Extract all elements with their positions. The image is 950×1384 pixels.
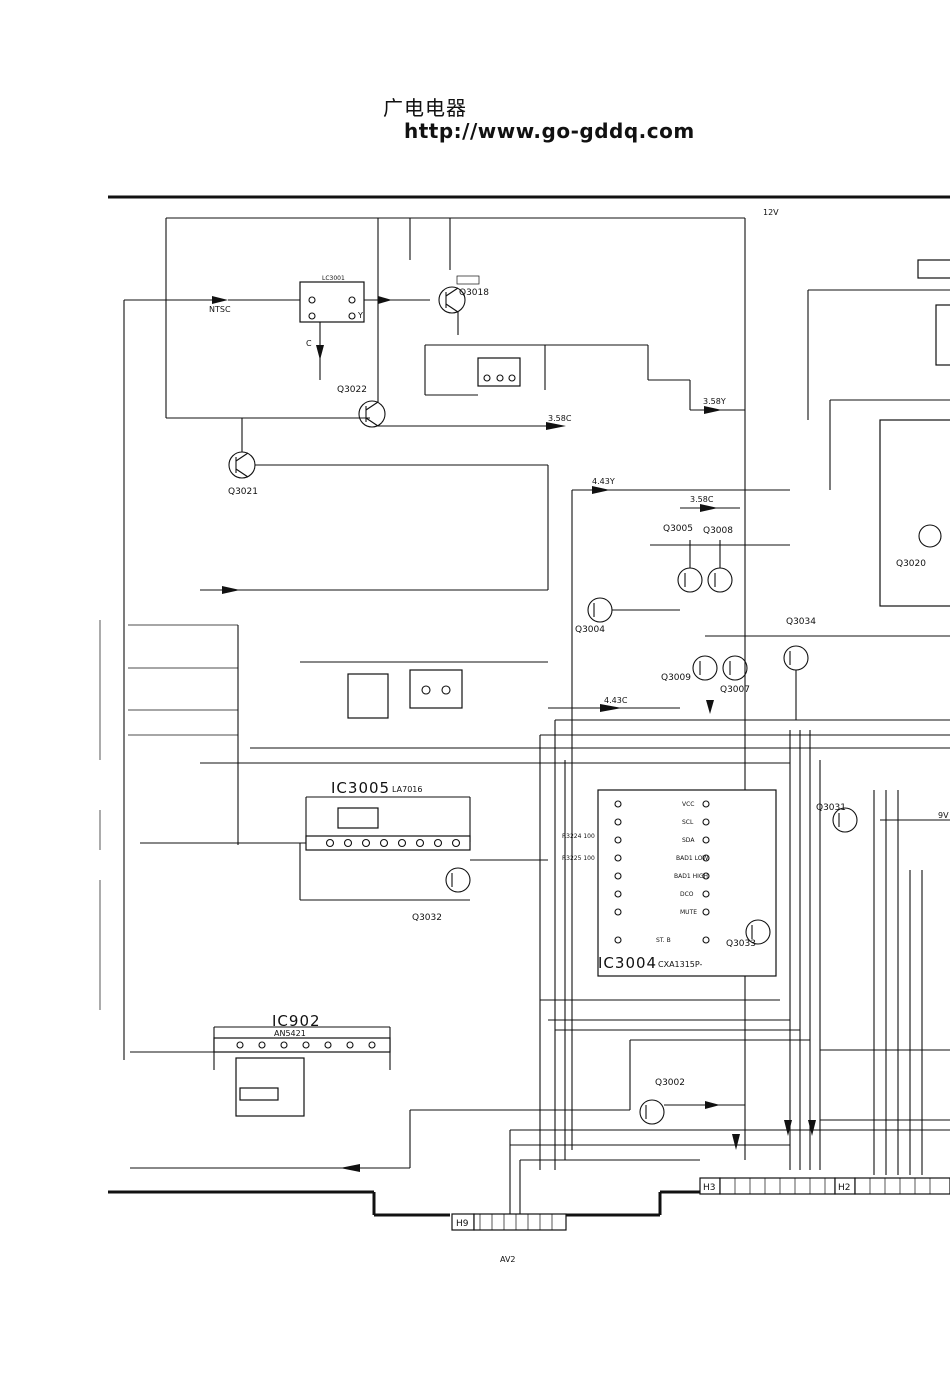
label-4.43c: 4.43C (604, 696, 628, 705)
transistor-label-q3020: Q3020 (896, 559, 926, 569)
transistor-label-q3033: Q3033 (726, 939, 756, 949)
transistor-q3004 (587, 597, 613, 623)
transistor-label-q3008: Q3008 (703, 526, 733, 536)
transistor-label-q3021: Q3021 (228, 487, 258, 497)
rail-12v-label: 12V (763, 208, 779, 217)
transistor-q3018 (438, 286, 466, 314)
label-3.58y: 3.58Y (703, 397, 726, 406)
transistor-label-q3004: Q3004 (575, 625, 605, 635)
transistor-label-q3031: Q3031 (816, 803, 846, 813)
transistor-q3033 (745, 919, 771, 945)
label-ntsc: NTSC (209, 305, 231, 314)
ic902-body (213, 1037, 391, 1053)
ic3005-part: LA7016 (392, 785, 422, 794)
site-name: 广电电器 (383, 96, 467, 120)
transistor-q3007 (722, 655, 748, 681)
ic3004-ref: IC3004 (598, 954, 657, 972)
transistor-q3032 (445, 867, 471, 893)
rail-9v-label: 9V (938, 811, 949, 820)
signal-bus-bundle (539, 720, 923, 1175)
transistor-q3020 (918, 524, 942, 548)
ic3004-pins (614, 800, 710, 944)
connector-h9: H9 (456, 1219, 469, 1229)
resistor-r3224: R3224 100 (562, 833, 595, 840)
connector-h2: H2 (838, 1183, 851, 1193)
ic3004-pin-dco: DCO (680, 891, 694, 898)
label-3.58c-lower: 3.58C (690, 495, 714, 504)
transistor-q3021 (228, 451, 256, 479)
transistor-q3002 (639, 1099, 665, 1125)
transistor-q3031 (832, 807, 858, 833)
ic3004-part: CXA1315P- (658, 960, 703, 969)
ic3004-pin-scl: SCL (682, 819, 694, 826)
label-4.43y: 4.43Y (592, 477, 615, 486)
label-c: C (306, 339, 312, 348)
transistor-q3009 (692, 655, 718, 681)
ic3004-pin-sda: SDA (682, 837, 695, 844)
resistor-r3225: R3225 100 (562, 855, 595, 862)
transistor-label-q3005: Q3005 (663, 524, 693, 534)
label-3.58c-upper: 3.58C (548, 414, 572, 423)
ic3004-pin-mute: MUTE (680, 909, 697, 916)
transistor-q3005 (677, 567, 703, 593)
transistor-q3034 (783, 645, 809, 671)
transistor-label-q3034: Q3034 (786, 617, 816, 627)
transistor-label-q3032: Q3032 (412, 913, 442, 923)
transistor-label-q3018: Q3018 (459, 288, 489, 298)
ic3004-pin-bad1-high: BAD1 HIGH (674, 873, 708, 880)
transistor-label-q3007: Q3007 (720, 685, 750, 695)
page-header: 广电电器 http://www.go-gddq.com (0, 0, 950, 160)
ic3004-pin-stb: ST. B (656, 937, 671, 944)
transistor-label-q3009: Q3009 (661, 673, 691, 683)
transistor-q3008 (707, 567, 733, 593)
transistor-q3022 (358, 400, 386, 428)
ic902-part: AN5421 (274, 1029, 306, 1038)
ntsc-arrow (212, 296, 228, 304)
connector-av2: AV2 (500, 1255, 516, 1264)
ic3004-body (597, 789, 777, 977)
svg-text:LC3001: LC3001 (322, 275, 345, 282)
connector-h3: H3 (703, 1183, 716, 1193)
ic3004-pin-bad1-low: BAD1 LOW (676, 855, 708, 862)
label-y: Y (357, 311, 363, 320)
ic902-ref: IC902 (272, 1012, 321, 1030)
transistor-label-q3022: Q3022 (337, 385, 367, 395)
site-url: http://www.go-gddq.com (404, 119, 695, 143)
ic3005-ref: IC3005 (331, 779, 390, 797)
ic3004-pin-vcc: VCC (682, 801, 694, 808)
transistor-label-q3002: Q3002 (655, 1078, 685, 1088)
filter-block-lc3001 (299, 281, 365, 323)
